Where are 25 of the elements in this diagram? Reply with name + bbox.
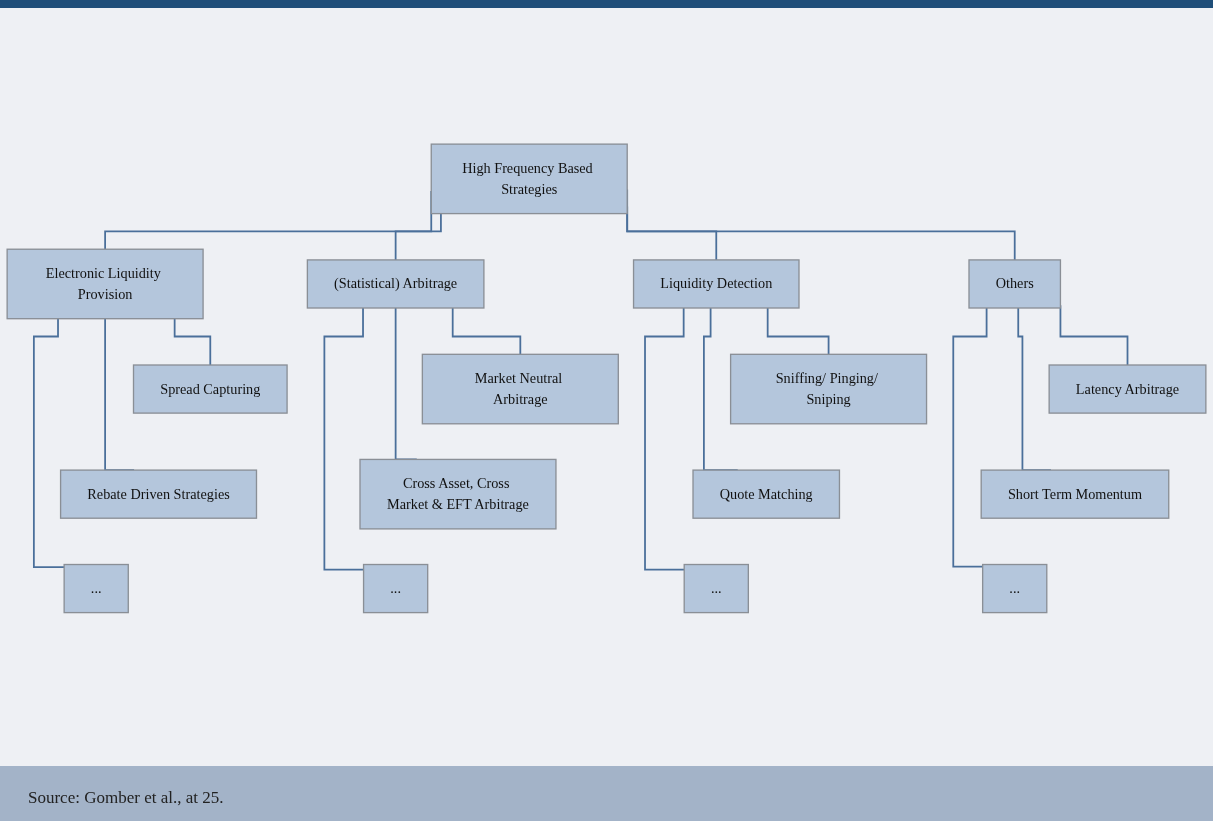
node-box: ... — [683, 563, 749, 613]
connector — [644, 306, 686, 571]
node-box: Spread Capturing — [132, 363, 288, 414]
connector — [173, 317, 212, 366]
node-box: Liquidity Detection — [632, 258, 800, 309]
connector — [451, 306, 522, 355]
node-box: Others — [968, 258, 1062, 309]
node-box: Electronic Liquidity Provision — [6, 248, 204, 319]
node-box: ... — [362, 563, 429, 613]
node-box: (Statistical) Arbitrage — [306, 258, 485, 309]
node-box: High Frequency Based Strategies — [430, 143, 628, 214]
node-box: ... — [982, 563, 1048, 613]
node-box: Market Neutral Arbitrage — [421, 353, 619, 425]
connector — [952, 306, 988, 568]
node-box: Cross Asset, Cross Market & EFT Arbitrage — [359, 458, 557, 530]
node-box: Quote Matching — [692, 469, 841, 519]
connector — [766, 306, 830, 355]
node-box: Sniffing/ Pinging/ Sniping — [729, 353, 928, 425]
connector — [323, 306, 365, 571]
node-box: Latency Arbitrage — [1048, 363, 1207, 414]
node-box: Rebate Driven Strategies — [59, 469, 258, 519]
node-box: ... — [63, 563, 129, 613]
caption: Source: Gomber et al., at 25. — [28, 788, 224, 808]
node-box: Short Term Momentum — [980, 469, 1170, 519]
connector — [394, 212, 442, 261]
